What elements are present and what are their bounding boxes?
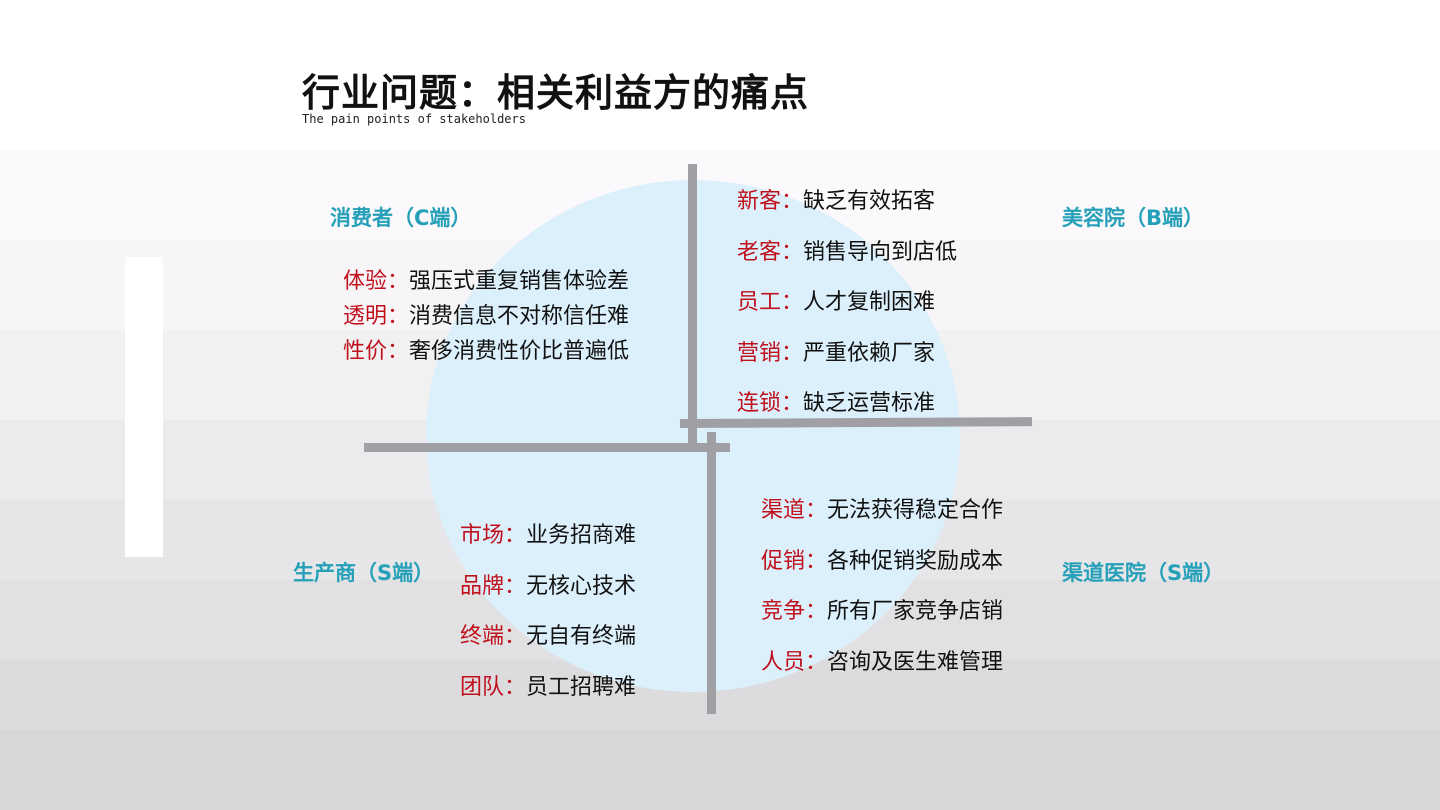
list-item: 终端：无自有终端 — [460, 612, 636, 663]
item-separator: ： — [504, 573, 527, 599]
list-item: 竞争：所有厂家竞争店销 — [761, 587, 1003, 638]
list-item: 员工：人才复制困难 — [737, 278, 957, 329]
list-item: 性价：奢侈消费性价比普遍低 — [343, 334, 629, 369]
item-key: 老客 — [737, 239, 782, 265]
item-key: 连锁 — [737, 391, 782, 416]
list-item: 老客：销售导向到店低 — [737, 228, 957, 279]
item-separator: ： — [387, 339, 410, 364]
item-key: 竞争 — [761, 599, 806, 624]
item-separator: ： — [805, 548, 828, 574]
item-value: 缺乏有效拓客 — [803, 189, 936, 214]
item-separator: ： — [504, 674, 527, 700]
item-separator: ： — [781, 340, 804, 366]
item-separator: ： — [504, 523, 527, 548]
item-separator: ： — [504, 624, 527, 649]
list-item: 促销：各种促销奖励成本 — [761, 537, 1003, 588]
hospital-pain-list: 渠道：无法获得稳定合作 促销：各种促销奖励成本 竞争：所有厂家竞争店销 人员：咨… — [761, 486, 1003, 688]
item-separator: ： — [781, 239, 804, 265]
quadrant-label-consumer: 消费者（C端） — [330, 206, 472, 230]
divider-vertical-bottom — [707, 432, 716, 714]
item-value: 消费信息不对称信任难 — [409, 304, 630, 329]
manufacturer-pain-list: 市场：业务招商难 品牌：无核心技术 终端：无自有终端 团队：员工招聘难 — [460, 511, 636, 713]
quadrant-label-salon: 美容院（B端） — [1062, 206, 1205, 230]
item-key: 员工 — [737, 290, 782, 315]
list-item: 体验：强压式重复销售体验差 — [343, 264, 629, 299]
item-value: 各种促销奖励成本 — [827, 548, 1004, 574]
item-key: 透明 — [343, 304, 388, 329]
item-key: 体验 — [343, 269, 388, 294]
item-key: 市场 — [460, 523, 505, 548]
list-item: 品牌：无核心技术 — [460, 562, 636, 613]
item-key: 促销 — [761, 548, 806, 574]
item-key: 终端 — [460, 624, 505, 649]
item-separator: ： — [805, 498, 828, 523]
list-item: 市场：业务招商难 — [460, 511, 636, 562]
divider-horizontal-left — [364, 443, 730, 452]
salon-pain-list: 新客：缺乏有效拓客 老客：销售导向到店低 员工：人才复制困难 营销：严重依赖厂家… — [737, 177, 957, 430]
list-item: 连锁：缺乏运营标准 — [737, 379, 957, 430]
item-value: 咨询及医生难管理 — [827, 649, 1004, 675]
list-item: 团队：员工招聘难 — [460, 663, 636, 714]
item-key: 品牌 — [460, 573, 505, 599]
item-value: 强压式重复销售体验差 — [409, 269, 630, 294]
item-separator: ： — [781, 290, 804, 315]
item-separator: ： — [781, 189, 804, 214]
item-separator: ： — [387, 304, 410, 329]
item-value: 人才复制困难 — [803, 290, 936, 315]
page-subtitle: The pain points of stakeholders — [302, 112, 526, 126]
item-value: 销售导向到店低 — [803, 239, 958, 265]
list-item: 新客：缺乏有效拓客 — [737, 177, 957, 228]
item-key: 人员 — [761, 649, 806, 675]
item-value: 无自有终端 — [526, 624, 637, 649]
item-key: 渠道 — [761, 498, 806, 523]
item-value: 缺乏运营标准 — [803, 391, 936, 416]
left-decorative-bar — [125, 257, 163, 557]
list-item: 透明：消费信息不对称信任难 — [343, 299, 629, 334]
item-separator: ： — [805, 599, 828, 624]
page-title: 行业问题：相关利益方的痛点 — [302, 71, 810, 115]
item-separator: ： — [781, 391, 804, 416]
item-key: 性价 — [343, 339, 388, 364]
item-value: 奢侈消费性价比普遍低 — [409, 339, 630, 364]
list-item: 人员：咨询及医生难管理 — [761, 638, 1003, 689]
quadrant-label-hospital: 渠道医院（S端） — [1062, 561, 1225, 585]
consumer-pain-list: 体验：强压式重复销售体验差 透明：消费信息不对称信任难 性价：奢侈消费性价比普遍… — [343, 264, 629, 369]
item-value: 严重依赖厂家 — [803, 340, 936, 366]
item-value: 所有厂家竞争店销 — [827, 599, 1004, 624]
list-item: 渠道：无法获得稳定合作 — [761, 486, 1003, 537]
item-value: 无法获得稳定合作 — [827, 498, 1004, 523]
item-value: 业务招商难 — [526, 523, 637, 548]
quadrant-label-manufacturer: 生产商（S端） — [293, 561, 435, 585]
list-item: 营销：严重依赖厂家 — [737, 329, 957, 380]
item-separator: ： — [805, 649, 828, 675]
item-value: 无核心技术 — [526, 573, 637, 599]
item-key: 团队 — [460, 674, 505, 700]
item-key: 营销 — [737, 340, 782, 366]
item-separator: ： — [387, 269, 410, 294]
divider-vertical-top — [688, 164, 697, 446]
item-key: 新客 — [737, 189, 782, 214]
item-value: 员工招聘难 — [526, 674, 637, 700]
